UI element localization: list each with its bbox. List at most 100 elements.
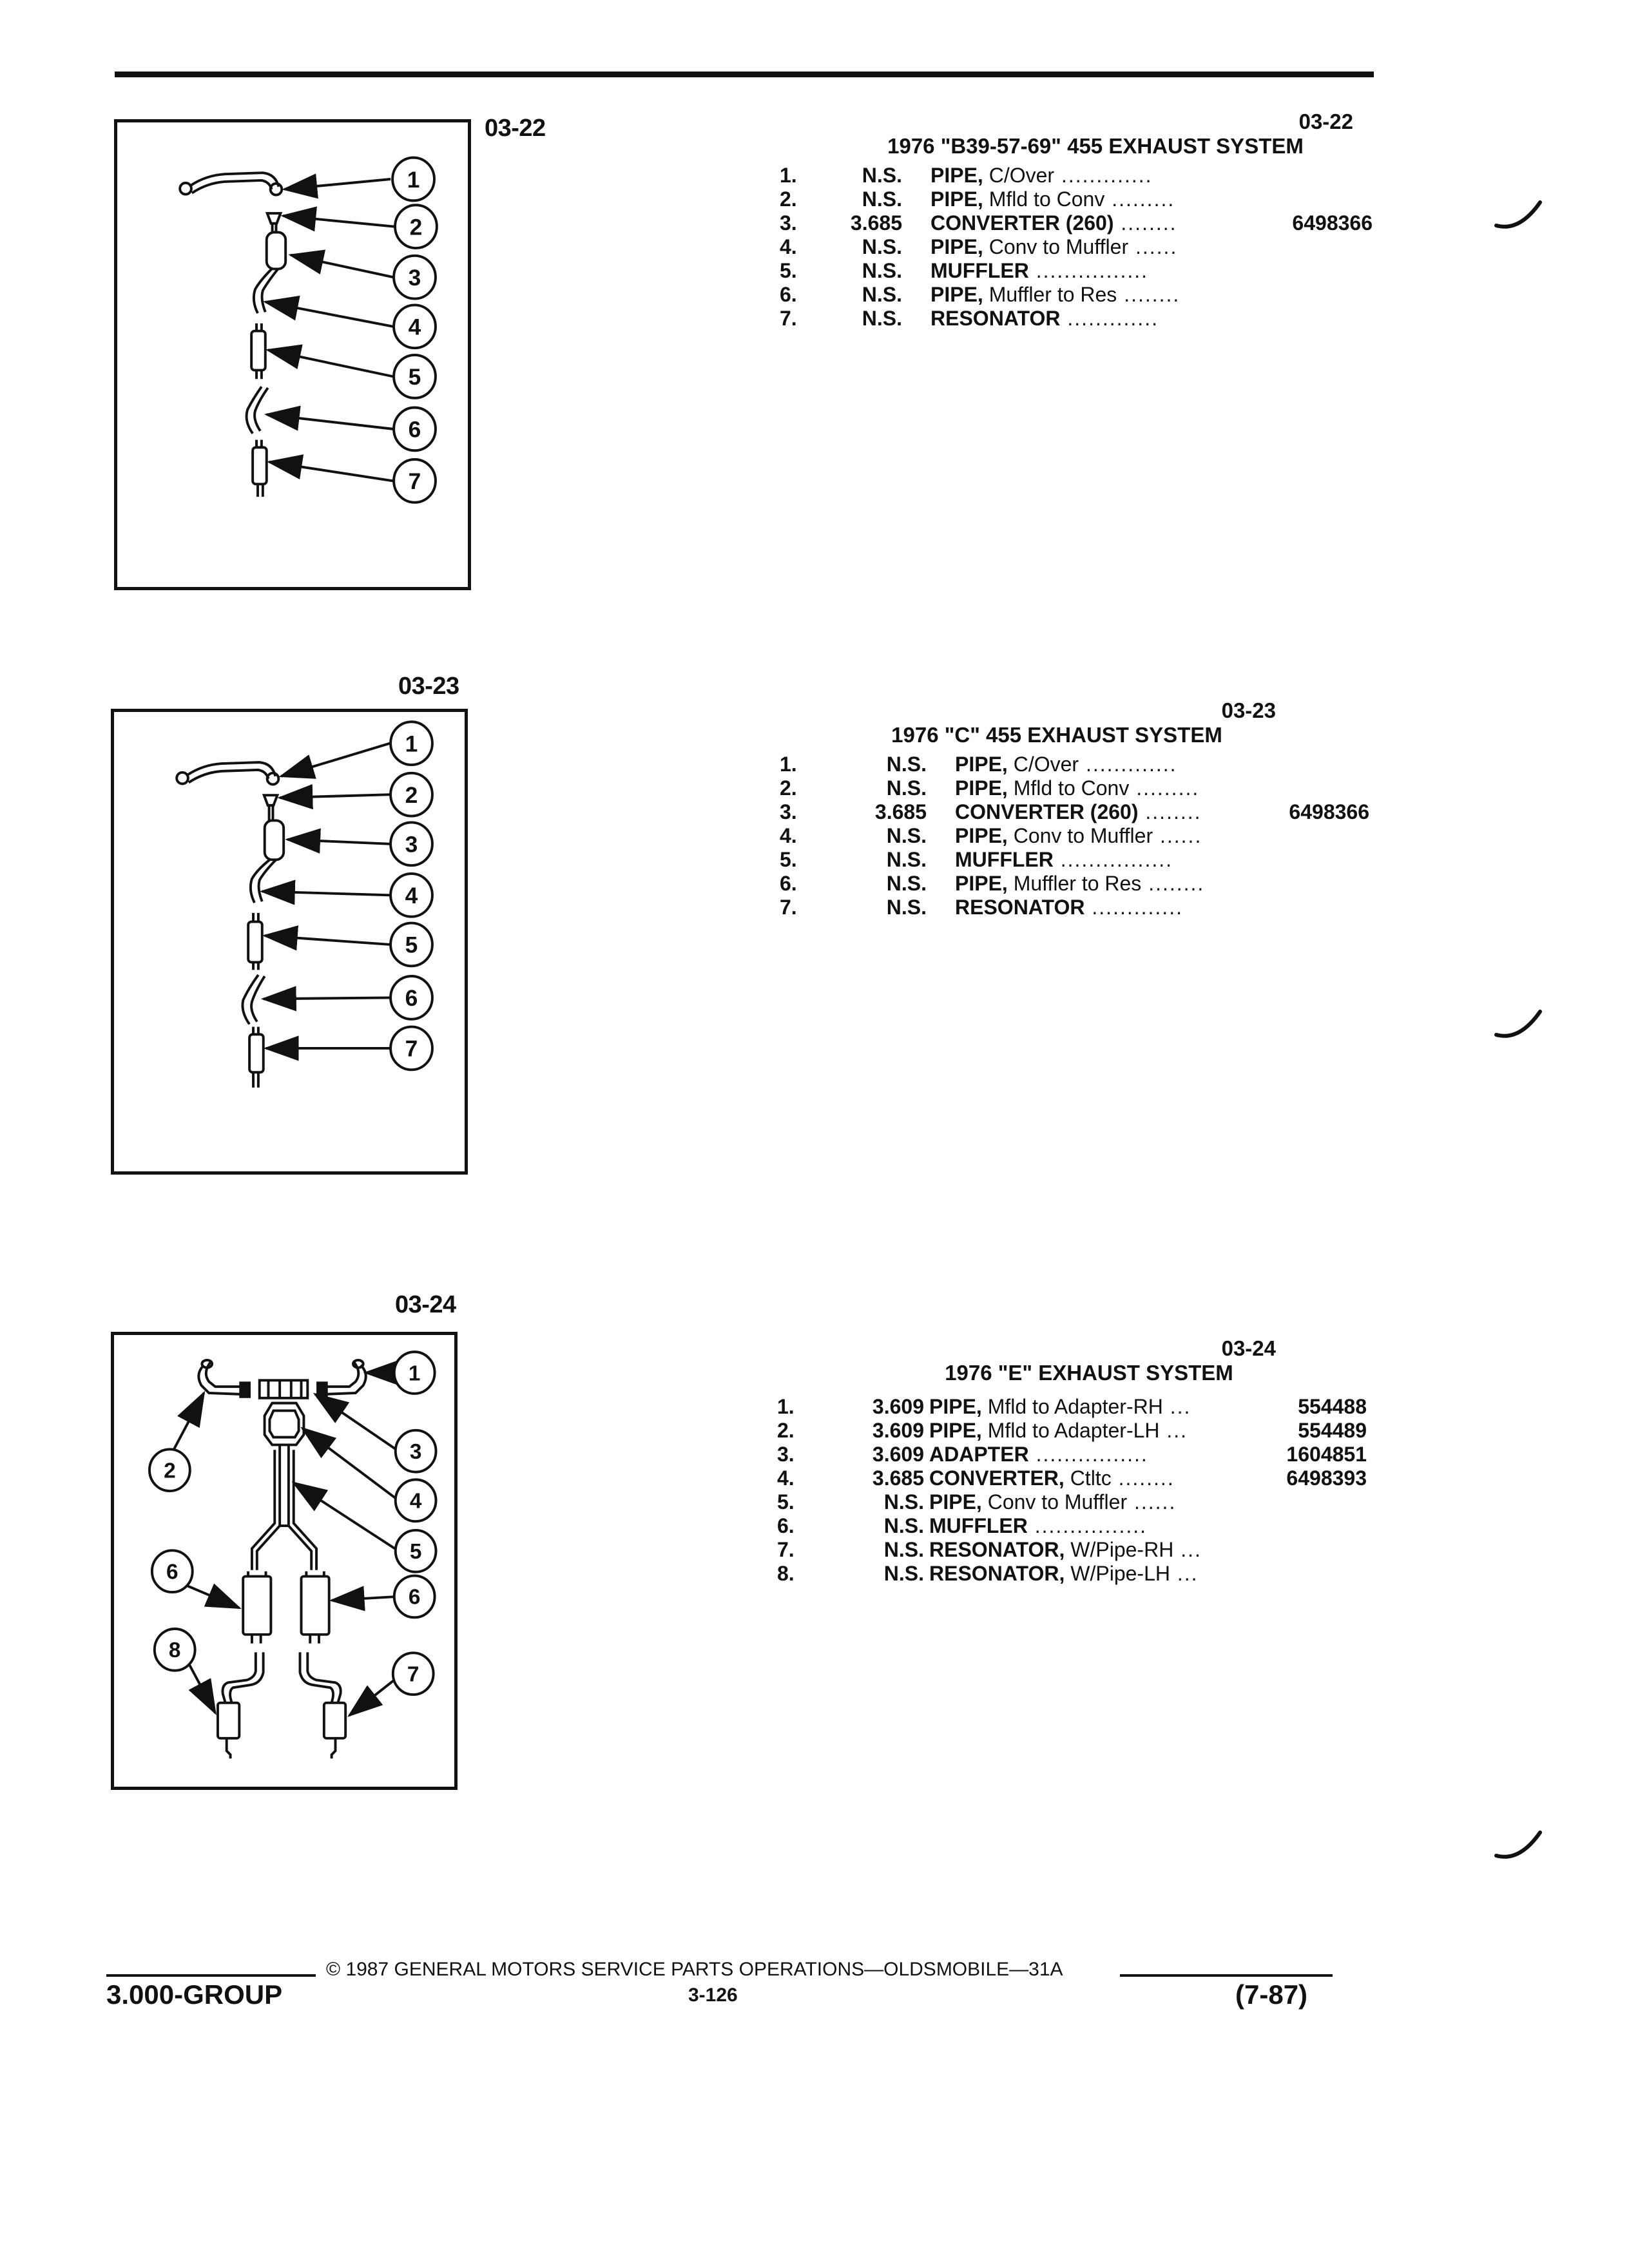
group-number: 3.685	[850, 211, 902, 235]
section-header-03-23: 03-23 1976 "C" 455 EXHAUST SYSTEM	[838, 698, 1276, 747]
part-description: PIPE, Muffler to Res ........	[955, 872, 1205, 895]
item-number: 3.	[780, 800, 797, 823]
item-number: 5.	[780, 259, 797, 282]
callout-5	[394, 1528, 438, 1573]
part-row: 5.N.S.MUFFLER ................	[780, 259, 1373, 283]
callout-7-label: 7	[407, 1662, 419, 1686]
top-rule	[115, 72, 1374, 77]
figure-03-24: 1 2 3 4 5 6 6 7 8	[111, 1332, 458, 1790]
pipe-mfld-to-adapter-rh	[325, 1364, 367, 1396]
section-header-03-22: 03-22 1976 "B39-57-69" 455 EXHAUST SYSTE…	[838, 110, 1353, 159]
resonator-lh	[216, 1701, 241, 1740]
group-number: 3.609	[872, 1419, 924, 1442]
part-description: RESONATOR .............	[930, 307, 1159, 330]
item-number: 4.	[780, 824, 797, 847]
section-title: 1976 "E" EXHAUST SYSTEM	[945, 1361, 1233, 1385]
callout-7-label: 7	[409, 469, 421, 494]
footer-date: (7-87)	[1235, 1979, 1308, 2010]
section-code: 03-24	[1221, 1336, 1276, 1360]
footer-rule-right	[1120, 1974, 1333, 1977]
part-description: MUFFLER ................	[930, 259, 1148, 282]
part-row: 7.N.S.RESONATOR .............	[780, 307, 1373, 331]
pipe-conv-to-muffler	[252, 268, 279, 314]
part-description: MUFFLER ................	[929, 1514, 1147, 1537]
part-description: RESONATOR, W/Pipe-RH ...	[929, 1538, 1202, 1561]
part-row: 4.N.S.PIPE, Conv to Muffler ......	[780, 235, 1373, 259]
item-number: 3.	[777, 1443, 795, 1466]
part-row: 6.N.S.PIPE, Muffler to Res ........	[780, 872, 1369, 896]
item-number: 5.	[777, 1490, 795, 1514]
part-row: 4.N.S.PIPE, Conv to Muffler ......	[780, 824, 1369, 848]
item-number: 7.	[780, 307, 797, 330]
callout-2	[389, 771, 434, 818]
part-number: 554489	[1298, 1419, 1367, 1442]
item-number: 5.	[780, 848, 797, 871]
group-number: N.S.	[886, 896, 927, 919]
pipe-flange-right	[265, 771, 280, 786]
section-title: 1976 "C" 455 EXHAUST SYSTEM	[891, 723, 1222, 747]
resonator-pipe-rh	[298, 1652, 342, 1704]
callout-7	[391, 1651, 435, 1696]
part-row: 2.N.S.PIPE, Mfld to Conv .........	[780, 776, 1369, 800]
callout-6-right	[392, 1574, 436, 1619]
item-number: 7.	[780, 896, 797, 919]
footer-page-number: 3-126	[688, 1984, 738, 2006]
group-number: 3.685	[874, 800, 927, 823]
callout-3	[389, 821, 434, 867]
callout-5	[392, 354, 437, 399]
part-description: PIPE, Conv to Muffler ......	[930, 235, 1178, 258]
part-description: PIPE, C/Over .............	[930, 164, 1153, 187]
callout-5-label: 5	[405, 933, 418, 958]
pipe-conv-to-muffler	[249, 858, 277, 903]
callout-4-label: 4	[410, 1490, 422, 1514]
part-row: 6.N.S.PIPE, Muffler to Res ........	[780, 283, 1373, 307]
part-row: 8.N.S.RESONATOR, W/Pipe-LH ...	[777, 1562, 1367, 1586]
callout-2	[148, 1448, 191, 1493]
callout-5-label: 5	[409, 365, 421, 390]
group-number: N.S.	[862, 283, 902, 306]
muffler-left	[242, 1575, 273, 1636]
part-row: 1.N.S.PIPE, C/Over .............	[780, 753, 1369, 776]
callout-6-left	[150, 1549, 194, 1594]
callout-1	[392, 1350, 436, 1395]
callout-2-label: 2	[405, 783, 418, 808]
part-number: 6498366	[1292, 211, 1373, 235]
item-number: 8.	[777, 1562, 795, 1585]
group-number: N.S.	[883, 1562, 924, 1585]
callout-3-label: 3	[410, 1440, 422, 1464]
part-description: CONVERTER (260) ........	[930, 211, 1177, 235]
group-number: N.S.	[883, 1490, 924, 1514]
resonator	[251, 446, 268, 486]
pipe-conv-to-muffler	[255, 1445, 313, 1570]
callout-1-label: 1	[405, 731, 418, 756]
group-number: 3.609	[872, 1395, 924, 1418]
callout-6	[389, 975, 434, 1021]
part-number: 6498393	[1286, 1466, 1367, 1490]
item-number: 2.	[780, 187, 797, 211]
crossover-pipe	[186, 761, 277, 777]
callout-4-label: 4	[405, 883, 418, 908]
callout-8	[153, 1628, 197, 1672]
resonator-rh	[322, 1701, 347, 1740]
part-description: PIPE, Conv to Muffler ......	[929, 1490, 1177, 1514]
group-number: N.S.	[862, 164, 902, 187]
muffler	[247, 920, 264, 964]
exhaust-diagram-03-22: 1 2 3 4 5 6 7	[178, 156, 438, 504]
part-row: 7.N.S.RESONATOR .............	[780, 896, 1369, 919]
callout-6	[392, 406, 437, 452]
part-row: 5. N.S.PIPE, Conv to Muffler ......	[777, 1490, 1367, 1514]
callout-4	[394, 1478, 438, 1523]
part-row: 6.N.S.MUFFLER ................	[777, 1514, 1367, 1538]
group-number: N.S.	[862, 235, 902, 258]
muffler-right	[300, 1575, 331, 1636]
callout-1-label: 1	[407, 168, 420, 193]
muffler	[250, 329, 267, 372]
callout-3	[392, 254, 437, 300]
part-row: 1.N.S.PIPE, C/Over .............	[780, 164, 1373, 187]
callout-5-label: 5	[410, 1540, 422, 1564]
callout-4	[389, 872, 434, 918]
